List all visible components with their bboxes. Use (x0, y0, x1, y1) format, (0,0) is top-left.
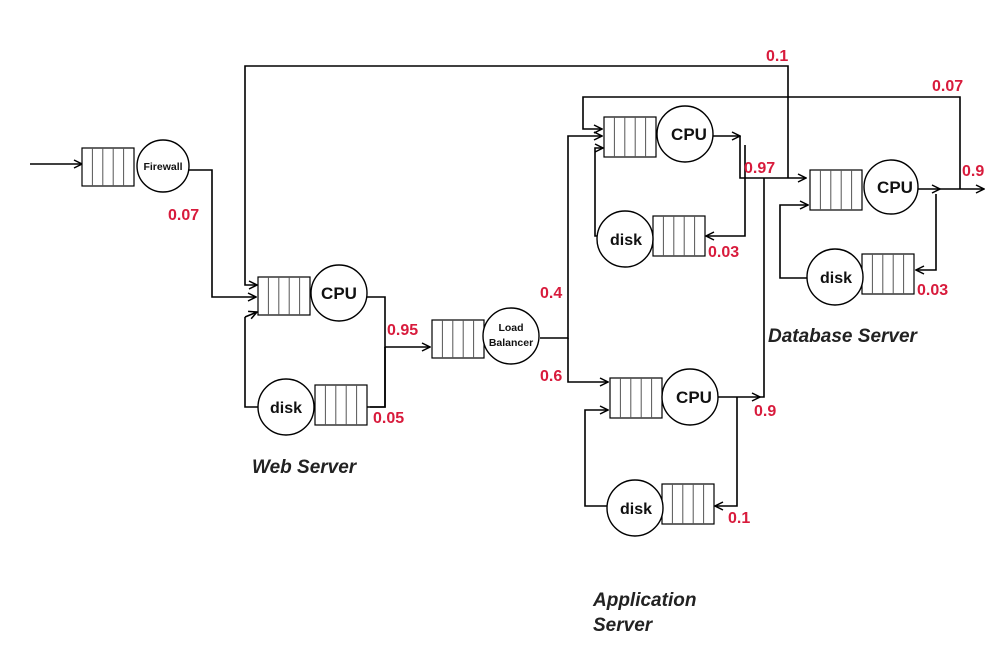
web-cpu-to-lb-edge (366, 296, 430, 347)
app2-disk-queue (661, 483, 715, 525)
app2-cpu-node: CPU (661, 368, 719, 426)
prob-db-exit: 0.9 (962, 163, 984, 180)
prob-app2-disk: 0.1 (728, 510, 750, 527)
application-server-title-line1: Application (592, 590, 696, 611)
app1-cpu-queue (603, 116, 657, 158)
web-disk-node: disk (257, 378, 315, 436)
lb-queue (431, 319, 485, 359)
probability-labels: 0.07 0.95 0.05 0.4 0.6 0.97 0.03 0.9 0.1… (168, 48, 984, 527)
app1-disk-queue (652, 215, 706, 257)
firewall-label: Firewall (143, 161, 182, 173)
prob-firewall-exit: 0.07 (168, 207, 199, 224)
database-server-title: Database Server (768, 326, 919, 347)
app2-to-disk-edge (715, 397, 738, 506)
prob-app1-disk: 0.03 (708, 244, 739, 261)
app1-cpu-label: CPU (671, 125, 707, 144)
app2-disk-label: disk (620, 501, 652, 518)
web-cpu-label: CPU (321, 284, 357, 303)
prob-app2-to-db: 0.9 (754, 403, 776, 420)
prob-app1-to-db: 0.97 (744, 160, 775, 177)
web-disk-queue (314, 384, 368, 426)
db-disk-label: disk (820, 270, 852, 287)
db-disk-queue (861, 253, 915, 295)
prob-lb-to-app1: 0.4 (540, 285, 562, 302)
db-to-disk-edge (916, 194, 937, 270)
web-disk-return-edge (366, 347, 386, 408)
web-disk-branch-edge (370, 347, 386, 408)
application-server-title-line2: Server (593, 615, 654, 636)
queues (81, 116, 915, 525)
app1-disk-node: disk (596, 210, 654, 268)
prob-lb-to-app2: 0.6 (540, 368, 562, 385)
firewall-to-web-cpu-edge (188, 169, 256, 297)
db-cpu-queue (809, 169, 863, 211)
web-disk-to-cpu-edge (244, 317, 258, 408)
prob-web-to-lb: 0.95 (387, 322, 418, 339)
load-balancer-node: Load Balancer (482, 307, 540, 365)
prob-db-disk: 0.03 (917, 282, 948, 299)
prob-db-to-web-feedback: 0.1 (766, 48, 788, 65)
app2-cpu-label: CPU (676, 388, 712, 407)
db-disk-node: disk (806, 248, 864, 306)
app2-disk-node: disk (606, 479, 664, 537)
web-cpu-queue (257, 276, 311, 316)
firewall-node: Firewall (136, 139, 190, 193)
db-disk-to-cpu-edge (779, 205, 808, 279)
app1-to-disk-edge (706, 145, 746, 236)
app1-disk-label: disk (610, 232, 642, 249)
lb-to-app2-edge (567, 338, 608, 382)
tier-titles: Web Server Application Server Database S… (252, 326, 919, 636)
db-to-app-feedback-edge (582, 96, 961, 189)
load-balancer-label-line1: Load (498, 322, 523, 334)
load-balancer-label-line2: Balancer (489, 337, 533, 349)
firewall-queue (81, 147, 135, 187)
app2-cpu-queue (609, 377, 663, 419)
db-to-web-feedback-edge (244, 65, 789, 285)
connections (30, 65, 984, 507)
app2-to-db-edge (760, 178, 765, 398)
app1-to-db-edge (739, 136, 806, 178)
db-cpu-node: CPU (863, 159, 919, 215)
prob-db-to-app-feedback: 0.07 (932, 78, 963, 95)
lb-to-app1-edge (540, 136, 602, 339)
app2-disk-to-cpu-edge (584, 410, 608, 507)
web-server-title: Web Server (252, 457, 358, 478)
prob-web-disk: 0.05 (373, 410, 404, 427)
web-disk-label: disk (270, 400, 302, 417)
web-disk-to-cpu-arrow (244, 312, 257, 317)
web-cpu-node: CPU (310, 264, 368, 322)
db-cpu-label: CPU (877, 178, 913, 197)
app1-cpu-node: CPU (656, 105, 714, 163)
